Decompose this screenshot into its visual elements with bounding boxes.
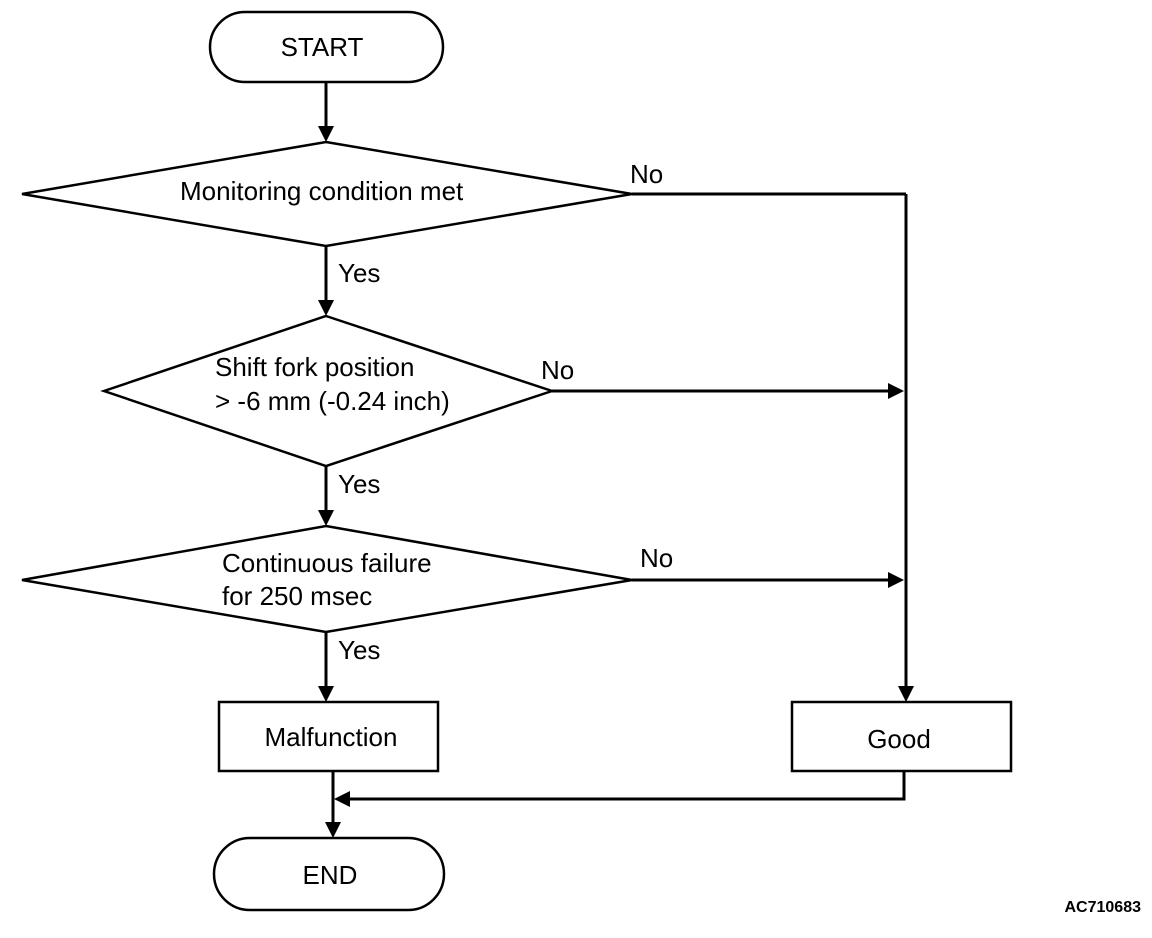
right-trunk-arrow bbox=[898, 686, 914, 702]
d3-yes-label: Yes bbox=[338, 635, 380, 665]
end-label: END bbox=[303, 860, 358, 890]
d2-yes-label: Yes bbox=[338, 469, 380, 499]
d2-no-arrow bbox=[888, 383, 904, 399]
decision2-line1: Shift fork position bbox=[215, 352, 414, 382]
malfunction-label: Malfunction bbox=[265, 722, 398, 752]
good-box: Good bbox=[790, 700, 1013, 773]
good-return-line bbox=[348, 771, 906, 801]
decision3-line1: Continuous failure bbox=[222, 548, 432, 578]
good-return-arrow bbox=[334, 791, 350, 807]
start-to-d1-arrow bbox=[318, 126, 334, 142]
start-terminal: START bbox=[208, 10, 445, 84]
decision2-line2: > -6 mm (-0.24 inch) bbox=[215, 386, 450, 416]
decision1-label: Monitoring condition met bbox=[180, 176, 464, 206]
d1-yes-label: Yes bbox=[338, 258, 380, 288]
decision-continuous-failure: Continuous failure for 250 msec bbox=[21, 524, 633, 634]
decision-shift-fork-position: Shift fork position > -6 mm (-0.24 inch) bbox=[100, 314, 556, 468]
decision3-line2: for 250 msec bbox=[222, 581, 372, 611]
d3-no-label: No bbox=[640, 543, 673, 573]
malfunction-box: Malfunction bbox=[217, 700, 440, 773]
decision-monitoring-condition: Monitoring condition met bbox=[21, 140, 633, 248]
good-label: Good bbox=[867, 724, 931, 754]
d1-yes-arrow bbox=[318, 300, 334, 316]
d3-no-arrow bbox=[888, 572, 904, 588]
d2-no-label: No bbox=[541, 355, 574, 385]
d3-yes-arrow bbox=[318, 686, 334, 702]
d1-no-label: No bbox=[630, 159, 663, 189]
start-label: START bbox=[281, 32, 364, 62]
end-terminal: END bbox=[212, 836, 446, 912]
figure-code: AC710683 bbox=[1065, 899, 1142, 916]
connectors bbox=[318, 82, 914, 838]
malfunction-to-end-arrow bbox=[325, 822, 341, 838]
d2-yes-arrow bbox=[318, 510, 334, 526]
